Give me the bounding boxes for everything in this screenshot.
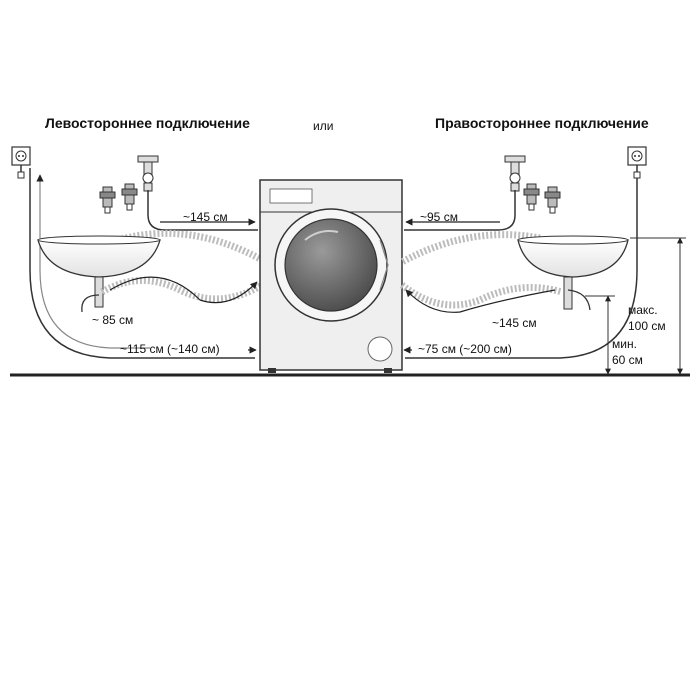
water-tap-icon bbox=[504, 155, 526, 192]
right-power-cable bbox=[405, 178, 638, 359]
left-inlet-pipe bbox=[147, 190, 258, 231]
left-drain-arrow bbox=[109, 276, 258, 304]
water-tap-icon bbox=[137, 155, 159, 192]
right-inlet-length-label: ~95 см bbox=[420, 210, 458, 224]
socket-icon bbox=[627, 146, 647, 179]
socket-icon bbox=[11, 146, 31, 179]
sink-icon bbox=[517, 235, 629, 278]
right-power-length-label: ~75 см (~200 см) bbox=[418, 342, 512, 356]
height-dimension-lines bbox=[585, 237, 686, 375]
sink-icon bbox=[37, 235, 161, 278]
left-drain-length-label: ~ 85 см bbox=[92, 313, 133, 327]
right-connection-title: Правостороннее подключение bbox=[435, 115, 649, 131]
min-height-label-line1: мин. bbox=[612, 337, 637, 351]
right-inlet-hose bbox=[400, 231, 541, 266]
drain-siphon-icon bbox=[81, 276, 104, 313]
left-power-cable bbox=[29, 168, 255, 359]
washing-machine-icon bbox=[259, 179, 403, 373]
right-drain-hose bbox=[399, 282, 563, 309]
aquastop-valve-icon bbox=[99, 183, 138, 214]
or-label: или bbox=[313, 119, 333, 133]
right-drain-arrow bbox=[405, 289, 556, 313]
left-power-length-label: ~115 см (~140 см) bbox=[120, 342, 220, 356]
left-power-arrow bbox=[36, 174, 150, 349]
left-inlet-length-label: ~145 см bbox=[183, 210, 228, 224]
right-drain-length-label: ~145 см bbox=[492, 316, 537, 330]
max-height-label-line2: 100 см bbox=[628, 319, 666, 333]
max-height-label-line1: макс. bbox=[628, 303, 658, 317]
left-connection-title: Левостороннее подключение bbox=[45, 115, 250, 131]
aquastop-valve-icon bbox=[523, 183, 561, 214]
min-height-label-line2: 60 см bbox=[612, 353, 643, 367]
drain-siphon-icon bbox=[563, 276, 591, 311]
right-inlet-pipe bbox=[404, 190, 516, 231]
